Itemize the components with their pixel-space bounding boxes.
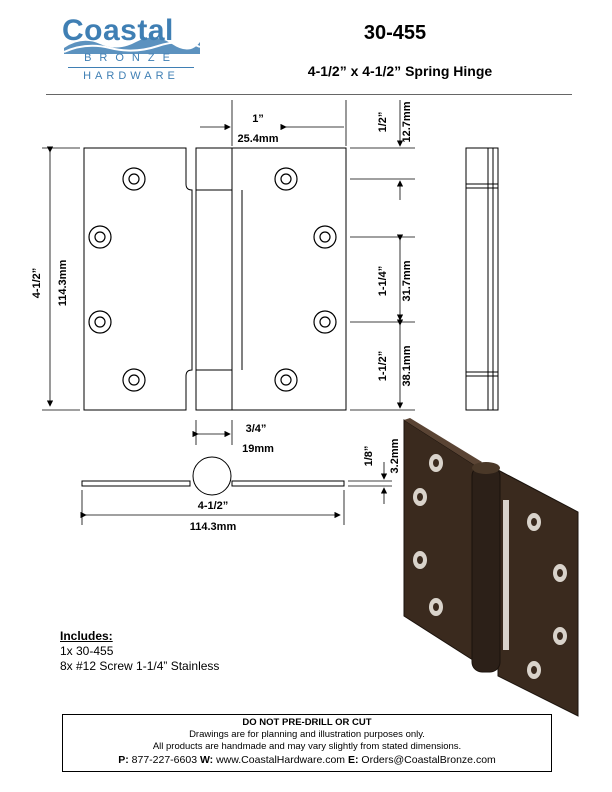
hole-bottom-in-label: 1-1/2” — [377, 351, 389, 382]
hole-top-mm-label: 12.7mm — [401, 101, 413, 142]
front-view — [83, 147, 347, 411]
includes-item: 1x 30-455 — [60, 644, 114, 658]
hinge-3d-render — [403, 418, 579, 717]
product-title: 4-1/2” x 4-1/2” Spring Hinge — [307, 63, 493, 79]
side-view — [465, 147, 499, 411]
phone-label: P: — [118, 754, 129, 766]
height-in-label: 4-1/2” — [31, 268, 43, 299]
wave-graphic — [63, 37, 201, 54]
logo-bronze-text: BRONZE — [84, 52, 178, 64]
hole-spacing-dimensions — [350, 100, 415, 411]
logo-divider — [68, 67, 194, 68]
header-divider — [46, 94, 572, 95]
hole-mid-in-label: 1-1/4” — [377, 266, 389, 297]
barrel-dimension — [192, 420, 233, 445]
logo-hardware-text: HARDWARE — [83, 70, 179, 82]
width-in-label: 4-1/2” — [198, 500, 229, 512]
thickness-mm-label: 3.2mm — [389, 438, 401, 473]
footer-notice: DO NOT PRE-DRILL OR CUT Drawings are for… — [62, 714, 552, 772]
footer-warning: DO NOT PRE-DRILL OR CUT — [242, 717, 372, 728]
includes-heading: Includes: — [60, 629, 113, 643]
width-mm-label: 114.3mm — [190, 521, 237, 533]
height-dimension — [42, 146, 80, 411]
screw-holes — [88, 167, 337, 392]
footer-contact: P: 877-227-6603 W: www.CoastalHardware.c… — [63, 754, 551, 766]
footer-disclaimer-2: All products are handmade and may vary s… — [152, 741, 462, 752]
phone-number: 877-227-6603 — [131, 754, 198, 766]
barrel-in-label: 3/4” — [246, 423, 267, 435]
email-link[interactable]: Orders@CoastalBronze.com — [361, 754, 496, 766]
footer-disclaimer-1: Drawings are for planning and illustrati… — [189, 729, 425, 740]
web-label: W: — [199, 754, 214, 766]
end-view — [81, 456, 345, 496]
height-mm-label: 114.3mm — [57, 260, 69, 307]
website-link[interactable]: www.CoastalHardware.com — [216, 754, 346, 766]
top-offset-mm-label: 25.4mm — [238, 133, 279, 145]
hole-top-in-label: 1/2” — [377, 112, 389, 133]
thickness-in-label: 1/8” — [363, 446, 375, 467]
hole-bottom-mm-label: 38.1mm — [401, 345, 413, 386]
part-number: 30-455 — [363, 22, 427, 44]
logo-wordmark: Coastal — [62, 14, 174, 47]
hole-mid-mm-label: 31.7mm — [401, 260, 413, 301]
barrel-mm-label: 19mm — [242, 443, 274, 455]
top-offset-dimension — [200, 100, 347, 146]
width-dimension — [80, 490, 345, 525]
thickness-dimension — [348, 462, 392, 504]
top-offset-in-label: 1” — [252, 113, 264, 125]
email-label: E: — [347, 754, 359, 766]
includes-item: 8x #12 Screw 1-1/4” Stainless — [60, 659, 220, 673]
includes-list: Includes: 1x 30-455 8x #12 Screw 1-1/4” … — [60, 629, 219, 674]
